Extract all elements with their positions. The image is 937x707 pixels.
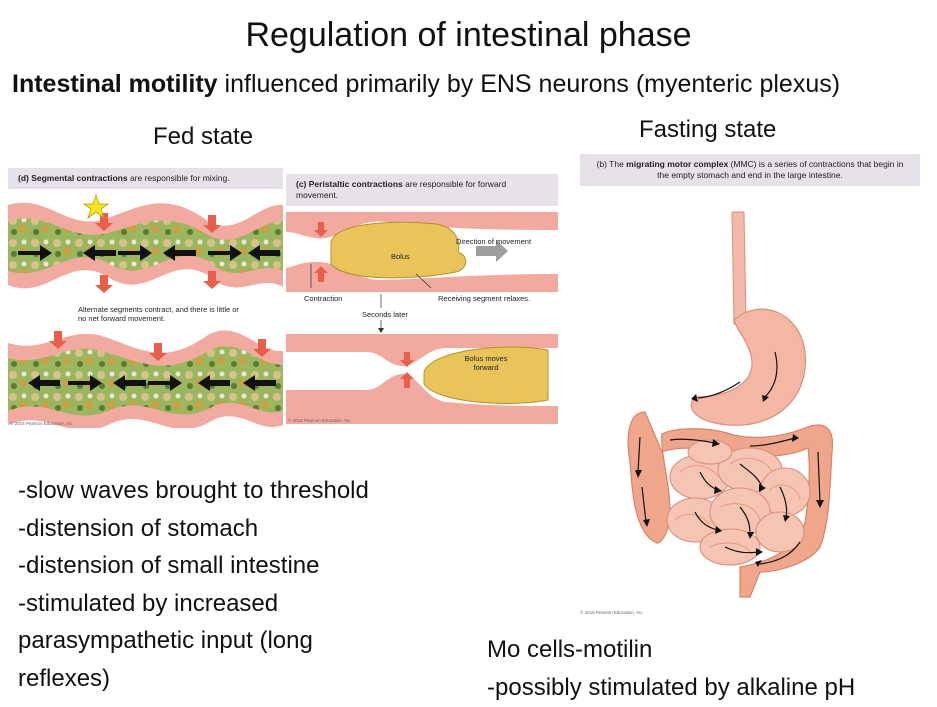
bolus-moves-label: Bolus moves forward [464, 354, 508, 372]
star-icon [82, 193, 110, 220]
segmental-panel: (d) Segmental contractions are responsib… [8, 163, 283, 428]
peristaltic-caption: (c) Peristaltic contractions are respons… [286, 174, 558, 206]
motilin-line: -possibly stimulated by alkaline pH [487, 674, 856, 701]
segmental-copyright: © 2016 Pearson Education, Inc. [10, 421, 74, 426]
motilin-line: Mo cells-motilin [487, 636, 653, 663]
peristaltic-panel: (c) Peristaltic contractions are respons… [286, 168, 558, 433]
segmental-illustration [8, 193, 283, 428]
bolus-shape [330, 221, 467, 279]
bullet-line: -slow waves brought to threshold [18, 477, 369, 504]
mixing-arrows-upper [18, 245, 280, 261]
subtitle-rest: influenced primarily by ENS neurons (mye… [217, 70, 841, 98]
bullet-line: reflexes) [18, 664, 111, 692]
bullet-line: -distension of stomach [18, 514, 259, 542]
seconds-later-label: Seconds later [362, 310, 408, 319]
peristaltic-illustration [286, 212, 558, 424]
segmental-note: Alternate segments contract, and there i… [78, 305, 239, 323]
stomach-shape [690, 308, 806, 426]
subtitle-bold: Intestinal motility [12, 70, 218, 98]
receiving-label: Receiving segment relaxes. [438, 294, 531, 303]
bullet-line: -stimulated by increased [18, 589, 279, 617]
mmc-caption: (b) The migrating motor complex (MMC) is… [580, 154, 920, 186]
contraction-label: Contraction [304, 294, 343, 303]
slide-title: Regulation of intestinal phase [245, 16, 692, 54]
mmc-direction-arrows [637, 351, 821, 565]
bolus-label: Bolus [391, 252, 410, 261]
bullet-line: parasympathetic input (long [18, 627, 313, 654]
fed-state-bullets: -slow waves brought to threshold -disten… [18, 472, 369, 697]
mmc-copyright: © 2016 Pearson Education, Inc. [580, 610, 644, 615]
mixing-arrows-lower [28, 375, 276, 391]
motilin-text: Mo cells-motilin -possibly stimulated by… [487, 631, 855, 707]
digestive-tract-illustration [627, 211, 834, 598]
bullet-line: -distension of small intestine [18, 552, 320, 579]
fed-state-header: Fed state [153, 123, 254, 150]
fasting-state-header: Fasting state [639, 116, 777, 143]
small-intestine-coils [666, 439, 811, 566]
direction-label: Direction of movement [456, 237, 532, 246]
slide-subtitle: Intestinal motility influenced primarily… [12, 66, 912, 103]
segmental-caption: (d) Segmental contractions are responsib… [8, 168, 283, 189]
peristaltic-copyright: © 2016 Pearson Education, Inc. [288, 418, 352, 423]
mmc-panel: (b) The migrating motor complex (MMC) is… [580, 154, 920, 619]
